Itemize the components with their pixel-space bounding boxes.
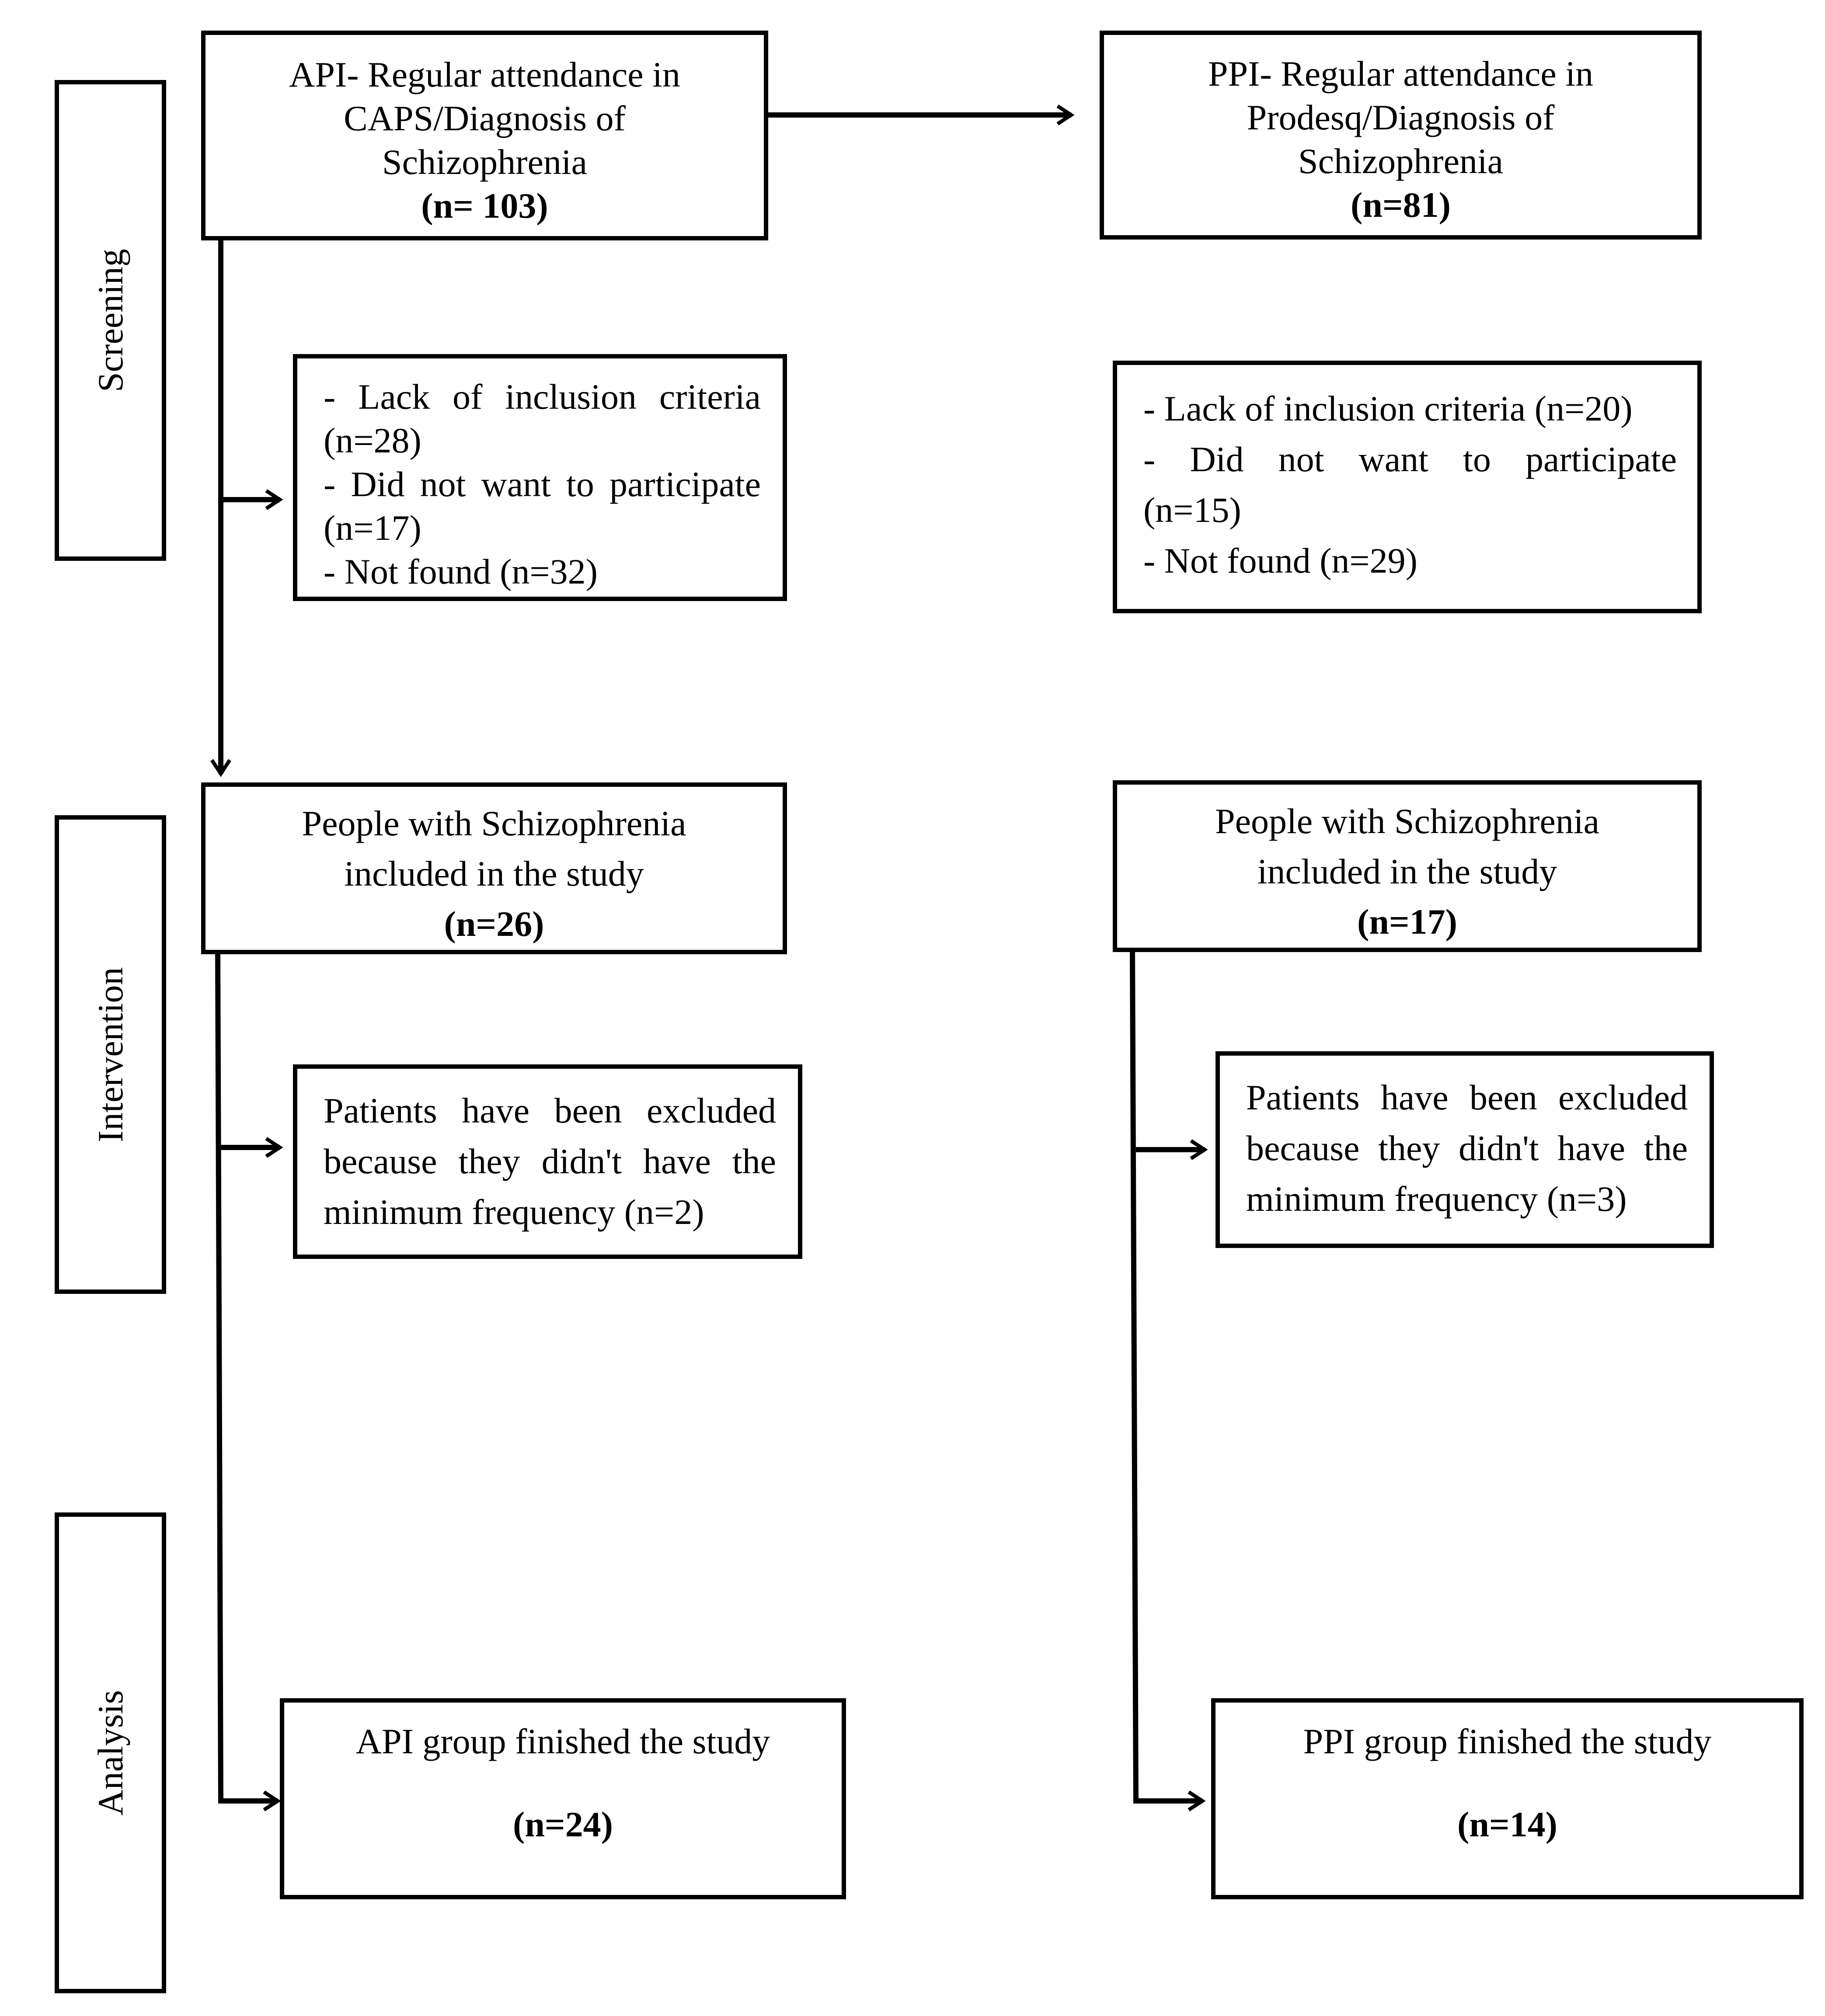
ppi-removed-line3: minimum frequency (n=3)	[1246, 1179, 1627, 1219]
ppi-screening-box: PPI- Regular attendance in Prodesq/Diagn…	[1100, 31, 1702, 240]
ppi-removed-text: Patients have been excluded because they…	[1246, 1072, 1688, 1224]
api-excluded-box: - Lack of inclusion criteria (n=28) - Di…	[293, 354, 787, 601]
api-screening-count: (n= 103)	[421, 186, 548, 226]
stage-analysis-label: Analysis	[90, 1690, 130, 1816]
api-finished-count: (n=24)	[513, 1804, 613, 1844]
api-included-box: People with Schizophrenia included in th…	[201, 782, 787, 954]
stage-intervention: Intervention	[55, 815, 166, 1294]
api-included-count: (n=26)	[444, 904, 544, 944]
stage-screening-label: Screening	[90, 249, 130, 392]
ppi-finished-line1: PPI group finished the study	[1303, 1721, 1712, 1761]
ppi-excluded-text: - Lack of inclusion criteria (n=20) - Di…	[1143, 383, 1677, 586]
ppi-excluded-line3: (n=15)	[1143, 490, 1241, 530]
ppi-removed-line1: Patients have been excluded	[1246, 1078, 1688, 1117]
api-screening-line2: CAPS/Diagnosis of	[344, 98, 626, 138]
ppi-included-line2: included in the study	[1257, 852, 1557, 891]
stage-analysis: Analysis	[55, 1512, 166, 1993]
api-removed-line1: Patients have been excluded	[324, 1091, 776, 1130]
api-excluded-line4: (n=17)	[324, 508, 421, 548]
api-excluded-line1: - Lack of inclusion criteria	[324, 377, 761, 417]
ppi-excluded-line2: - Did not want to participate	[1143, 439, 1677, 479]
api-finished-line1: API group finished the study	[355, 1721, 770, 1761]
api-excluded-line2: (n=28)	[324, 421, 421, 460]
ppi-removed-line2: because they didn't have the	[1246, 1128, 1688, 1168]
api-excluded-text: - Lack of inclusion criteria (n=28) - Di…	[324, 372, 761, 597]
api-included-line2: included in the study	[344, 854, 644, 893]
ppi-excluded-line4: - Not found (n=29)	[1143, 541, 1418, 580]
ppi-excluded-box: - Lack of inclusion criteria (n=20) - Di…	[1113, 361, 1702, 613]
api-removed-box: Patients have been excluded because they…	[293, 1064, 802, 1259]
api-screening-line3: Schizophrenia	[382, 142, 588, 182]
api-finished-box: API group finished the study (n=24)	[280, 1698, 846, 1899]
api-excluded-line5: - Not found (n=32)	[324, 552, 598, 591]
ppi-screening-line2: Prodesq/Diagnosis of	[1247, 97, 1555, 137]
ppi-included-count: (n=17)	[1357, 902, 1457, 942]
api-excluded-line3: - Did not want to participate	[324, 464, 761, 504]
ppi-finished-count: (n=14)	[1457, 1804, 1557, 1844]
ppi-screening-count: (n=81)	[1351, 185, 1451, 225]
ppi-included-box: People with Schizophrenia included in th…	[1113, 780, 1702, 952]
api-trunk-bottom	[215, 952, 223, 1804]
ppi-screening-line3: Schizophrenia	[1298, 141, 1504, 181]
api-screening-box: API- Regular attendance in CAPS/Diagnosi…	[201, 31, 768, 240]
ppi-excluded-line1: - Lack of inclusion criteria (n=20)	[1143, 389, 1633, 428]
stage-intervention-label: Intervention	[90, 967, 130, 1142]
ppi-screening-line1: PPI- Regular attendance in	[1208, 54, 1594, 94]
ppi-finished-box: PPI group finished the study (n=14)	[1211, 1698, 1804, 1899]
api-removed-line3: minimum frequency (n=2)	[324, 1192, 704, 1232]
ppi-removed-box: Patients have been excluded because they…	[1216, 1051, 1714, 1248]
stage-screening: Screening	[55, 80, 166, 561]
ppi-included-line1: People with Schizophrenia	[1215, 801, 1600, 841]
api-included-line1: People with Schizophrenia	[302, 803, 686, 843]
ppi-trunk	[1130, 950, 1139, 1804]
api-screening-line1: API- Regular attendance in	[289, 55, 680, 94]
api-removed-line2: because they didn't have the	[324, 1141, 776, 1181]
api-removed-text: Patients have been excluded because they…	[324, 1085, 776, 1237]
